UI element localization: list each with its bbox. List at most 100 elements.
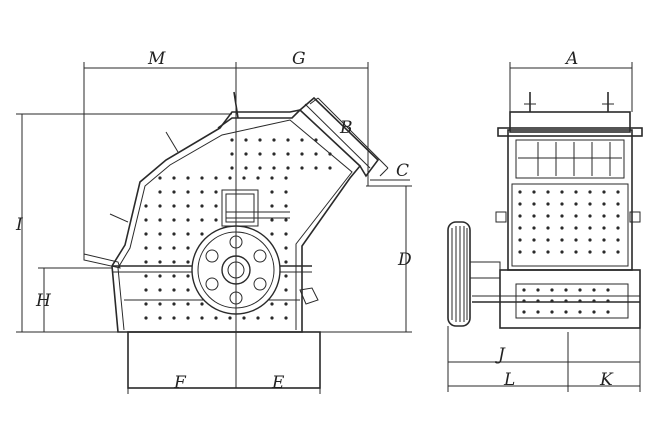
base-block [127,331,321,389]
front-lower-body [499,269,641,329]
rivet-dot [144,316,148,320]
label-E: E [271,373,285,393]
rivet-dot [200,176,204,180]
rivet-dot [284,274,288,278]
rivet-dot [144,288,148,292]
rivet-dot [578,288,582,292]
rivet-dot [564,299,568,303]
rivet-dot [228,316,232,320]
rivet-dot [258,138,262,142]
label-G: G [292,49,306,69]
label-M: M [147,49,166,69]
rivet-dot [244,138,248,142]
rivet-dot [328,152,332,156]
rivet-dot [158,316,162,320]
rivet-dot [284,218,288,222]
rivet-dot [230,138,234,142]
rivet-dot [532,226,536,230]
rivet-dot [186,204,190,208]
label-L: L [503,370,515,390]
rivet-dot [284,302,288,306]
rivet-dot [574,214,578,218]
front-rivet-dots [518,190,620,314]
rivet-dot [574,250,578,254]
rivet-dot [314,138,318,142]
crusher-body [111,109,362,333]
rivet-dot [172,246,176,250]
rivet-dot [602,202,606,206]
rivet-dot [158,288,162,292]
label-A: A [564,49,578,69]
rivet-dot [172,218,176,222]
rivet-dot [616,190,620,194]
rivet-dot [616,238,620,242]
rivet-dot [606,288,610,292]
rivet-dot [270,316,274,320]
rivet-dot [564,288,568,292]
rivet-dot [560,250,564,254]
rivet-dot [588,214,592,218]
rivet-dot [172,176,176,180]
rivet-dot [172,288,176,292]
rivet-dot [186,260,190,264]
rivet-dot [284,204,288,208]
label-H: H [35,291,52,311]
rivet-dot [550,288,554,292]
rivet-dot [314,166,318,170]
rivet-dot [200,232,204,236]
rivet-dot [144,204,148,208]
label-J: J [495,345,506,365]
rivet-dot [536,310,540,314]
rivet-dot [172,204,176,208]
rivet-dot [256,316,260,320]
rivet-dot [144,260,148,264]
rivet-dot [272,138,276,142]
rivet-dot [606,310,610,314]
rivet-dot [602,250,606,254]
crusher-body-inner [117,119,353,331]
rivet-dot [546,250,550,254]
rivet-dot [518,214,522,218]
rivet-dot [258,152,262,156]
rivet-dot [546,226,550,230]
rivet-dot [172,274,176,278]
rivet-dot [574,190,578,194]
rivet-dot [578,310,582,314]
rivet-dot [284,260,288,264]
rivet-dot [550,299,554,303]
left-lever [83,253,121,269]
label-F: F [173,373,187,393]
rivet-dot [546,214,550,218]
rivet-dot [546,238,550,242]
rivet-dot [244,166,248,170]
rivet-dot [272,166,276,170]
rivet-dot [314,152,318,156]
rivet-dot [200,190,204,194]
rivet-dot [270,190,274,194]
rivet-dot [560,214,564,218]
rivet-dot [286,166,290,170]
front-housing [507,129,633,271]
rivet-dot [200,204,204,208]
rivet-dot [592,299,596,303]
rivet-dot [258,166,262,170]
rivet-dot [272,152,276,156]
rivet-dot [284,176,288,180]
rivet-dot [158,274,162,278]
rivet-dot [230,166,234,170]
rivet-dot [602,214,606,218]
rivet-dot [532,190,536,194]
rivet-dot [560,190,564,194]
rivet-dot [270,302,274,306]
rivet-dot [518,202,522,206]
rivet-dot [144,232,148,236]
rivet-dot [588,238,592,242]
rivet-dot [532,250,536,254]
rivet-dot [532,202,536,206]
rivet-dot [158,190,162,194]
rivet-dot [144,302,148,306]
rivet-dot [186,316,190,320]
rivet-dot [328,166,332,170]
rivet-dot [602,238,606,242]
